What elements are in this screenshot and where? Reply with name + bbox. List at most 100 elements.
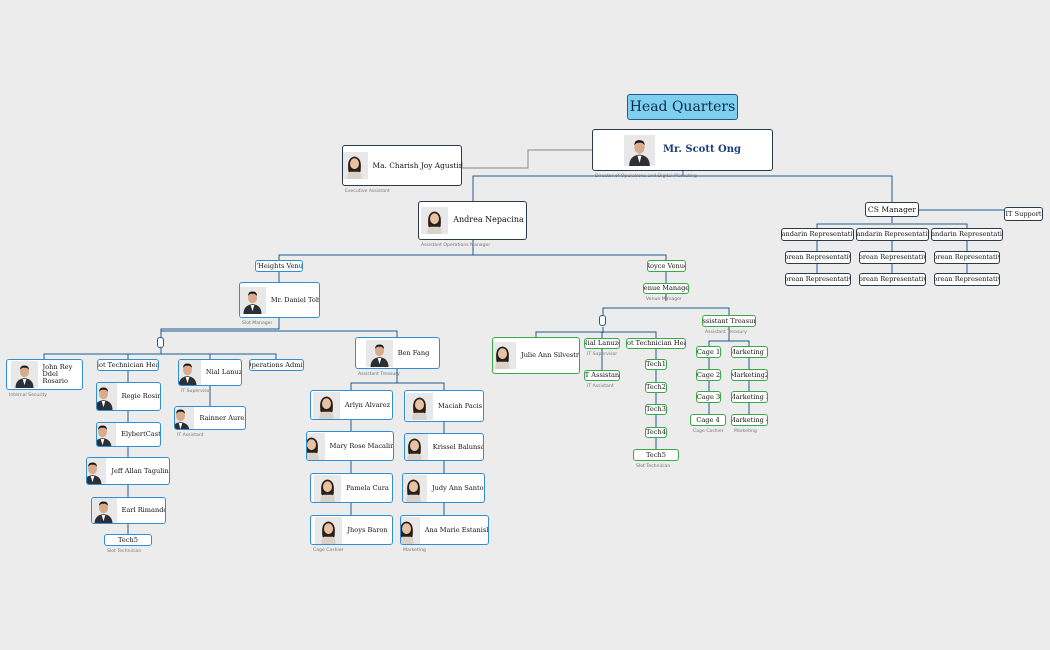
node-label: Ma. Charish Joy Agustin bbox=[372, 160, 462, 170]
node-jhoys[interactable]: Jhoys Baron bbox=[310, 515, 393, 545]
node-it-support[interactable]: IT Support bbox=[1004, 207, 1043, 221]
node-kor5[interactable]: Korean Representative bbox=[859, 273, 926, 286]
node-rainner[interactable]: Rainner Aurelio bbox=[174, 406, 246, 430]
node-label: Operations Admin bbox=[249, 360, 304, 369]
node-ben[interactable]: Ben Fang bbox=[355, 337, 440, 369]
node-label: Krissel Balunsat bbox=[432, 442, 484, 451]
node-kor6[interactable]: Korean Representative bbox=[934, 273, 1000, 286]
node-maciah[interactable]: Maciah Pacis bbox=[404, 390, 484, 422]
node-label: CS Manager bbox=[867, 204, 917, 214]
node-label: Andrea Nepacina bbox=[453, 215, 524, 225]
node-label: Rainner Aurelio bbox=[199, 413, 246, 422]
collapse-toggle[interactable] bbox=[157, 337, 164, 348]
node-label: Jhoys Baron bbox=[347, 525, 388, 534]
node-nial1[interactable]: Nial Lanuzo bbox=[178, 359, 242, 386]
node-tech2[interactable]: Tech2 bbox=[645, 382, 667, 393]
node-caption: IT Assistant bbox=[177, 433, 204, 438]
node-label: Slot Technician Head bbox=[98, 360, 158, 369]
node-label: Mandarin Representative bbox=[781, 230, 853, 239]
node-mkt2[interactable]: Marketing2 bbox=[731, 369, 768, 381]
node-tech5a[interactable]: Tech5 bbox=[104, 534, 152, 546]
node-label: Assistant Treasury bbox=[702, 316, 755, 325]
node-kor3[interactable]: Korean Representative bbox=[934, 251, 1000, 264]
head-quarters-title: Head Quarters bbox=[627, 94, 738, 120]
node-label: Mary Rose Macalinao bbox=[329, 441, 394, 450]
node-mkt3[interactable]: Marketing 3 bbox=[731, 391, 768, 403]
node-mand1[interactable]: Mandarin Representative bbox=[781, 228, 854, 241]
node-cage3[interactable]: Cage 3 bbox=[696, 391, 721, 403]
node-tech4[interactable]: Tech4 bbox=[645, 427, 667, 438]
connector-line bbox=[602, 294, 730, 315]
node-label: Cage 3 bbox=[696, 392, 721, 401]
node-kor2[interactable]: Korean Representative bbox=[859, 251, 926, 264]
node-caption: Marketing bbox=[734, 429, 757, 434]
node-andrea[interactable]: Andrea Nepacina bbox=[418, 201, 527, 240]
node-john[interactable]: John Rey Ddel Rosario bbox=[6, 359, 83, 390]
node-kor1[interactable]: Korean Representative bbox=[785, 251, 851, 264]
node-mand2[interactable]: Mandarin Representative bbox=[856, 228, 929, 241]
node-arlyn[interactable]: Arlyn Alvarez bbox=[310, 390, 393, 420]
node-tech1[interactable]: Tech1 bbox=[645, 359, 667, 370]
node-label: Judy Ann Santos bbox=[432, 483, 485, 492]
node-elybert[interactable]: ElybertCastro bbox=[96, 422, 161, 447]
node-label: Korean Representative bbox=[785, 253, 850, 262]
node-mkt4[interactable]: Marketing 4 bbox=[731, 414, 768, 426]
node-sth1[interactable]: Slot Technician Head bbox=[97, 359, 159, 371]
node-venue-mgr[interactable]: Venue Manager bbox=[643, 283, 689, 294]
node-caption: Slot Technician bbox=[636, 464, 671, 469]
node-caption: Cage Cashier bbox=[313, 548, 344, 553]
node-earl[interactable]: Earl Rimando bbox=[91, 497, 166, 524]
node-mary[interactable]: Mary Rose Macalinao bbox=[306, 431, 394, 461]
node-label: IT Support bbox=[1005, 209, 1042, 218]
node-label: Maciah Pacis bbox=[437, 401, 482, 410]
node-royce[interactable]: Royce Venue bbox=[647, 260, 686, 272]
node-judy[interactable]: Judy Ann Santos bbox=[402, 473, 485, 503]
node-label: Arlyn Alvarez bbox=[344, 400, 391, 409]
profile-photo bbox=[240, 286, 266, 314]
node-label: ElybertCastro bbox=[121, 430, 161, 439]
node-label: Tech2 bbox=[646, 383, 666, 392]
node-mkt1[interactable]: Marketing 1 bbox=[731, 346, 768, 358]
connector-line bbox=[161, 330, 398, 337]
node-mand3[interactable]: Mandarin Representative bbox=[931, 228, 1003, 241]
node-cage4[interactable]: Cage 4 bbox=[690, 414, 726, 426]
node-label: D'Heights Venue bbox=[256, 261, 303, 270]
profile-photo bbox=[97, 383, 117, 410]
node-cage1[interactable]: Cage 1 bbox=[696, 346, 721, 358]
node-regie[interactable]: Regie Rosima bbox=[96, 382, 161, 411]
node-krissel[interactable]: Krissel Balunsat bbox=[404, 433, 484, 461]
profile-photo bbox=[401, 516, 420, 544]
node-sth2[interactable]: Slot Technician Head bbox=[626, 338, 686, 349]
connector-line bbox=[535, 327, 657, 338]
node-ana[interactable]: Ana Marie Estanislao bbox=[400, 515, 489, 545]
node-label: Venue Manager bbox=[643, 284, 689, 293]
node-label: Marketing 1 bbox=[731, 347, 767, 356]
node-tech3[interactable]: Tech3 bbox=[645, 404, 667, 415]
node-label: Earl Rimando bbox=[121, 506, 166, 515]
node-scott[interactable]: Mr. Scott Ong bbox=[592, 129, 773, 171]
node-daniel[interactable]: Mr. Daniel Toh bbox=[239, 282, 320, 318]
collapse-toggle[interactable] bbox=[599, 315, 606, 326]
node-caption: IT Supervisor bbox=[587, 352, 618, 357]
node-label: John Rey Ddel Rosario bbox=[42, 363, 73, 385]
node-label: Jeff Allan Tagulinao bbox=[111, 466, 169, 475]
node-charish[interactable]: Ma. Charish Joy Agustin bbox=[342, 145, 462, 186]
node-tech5b[interactable]: Tech5 bbox=[633, 449, 679, 461]
node-pamela[interactable]: Pamela Cura bbox=[310, 473, 393, 503]
connector-line bbox=[278, 272, 667, 283]
node-nial2[interactable]: Nial Lanuzo bbox=[584, 338, 620, 349]
node-opsadmin[interactable]: Operations Admin bbox=[249, 359, 304, 371]
node-cage2[interactable]: Cage 2 bbox=[696, 369, 721, 381]
node-kor4[interactable]: Korean Representative bbox=[785, 273, 851, 286]
node-cs-manager[interactable]: CS Manager bbox=[865, 202, 919, 217]
node-it-asst[interactable]: IT Assistant bbox=[584, 370, 620, 381]
profile-photo bbox=[365, 339, 393, 367]
profile-photo bbox=[314, 474, 342, 502]
node-dheights[interactable]: D'Heights Venue bbox=[255, 260, 303, 272]
connector-line bbox=[350, 369, 445, 390]
node-asst-treas[interactable]: Assistant Treasury bbox=[702, 315, 756, 327]
node-julie[interactable]: Julie Ann Silvestre bbox=[492, 337, 580, 374]
node-label: Korean Representative bbox=[859, 275, 926, 284]
profile-photo bbox=[343, 152, 368, 179]
node-jeff[interactable]: Jeff Allan Tagulinao bbox=[86, 457, 170, 485]
